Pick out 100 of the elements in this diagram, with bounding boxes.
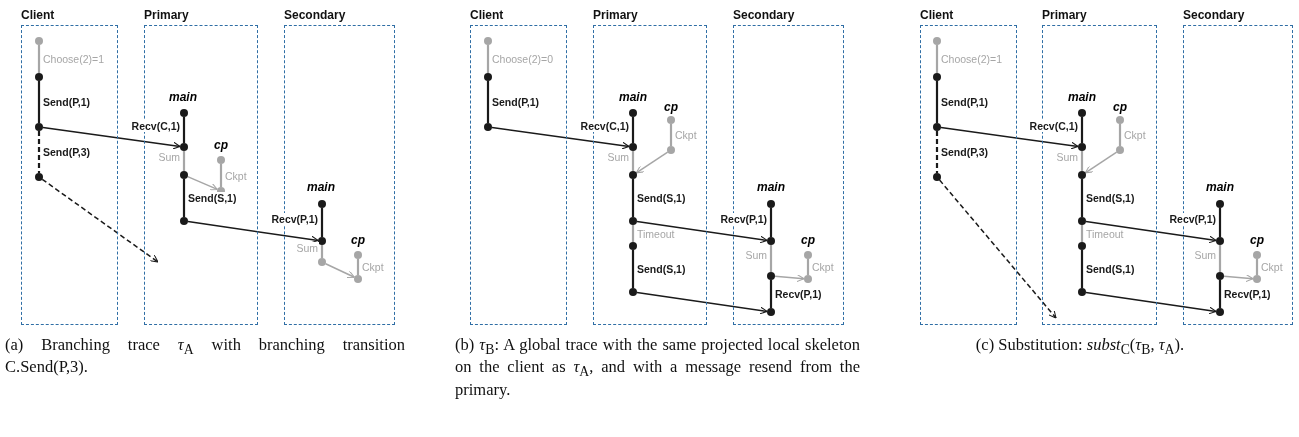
event-dot: [1078, 109, 1086, 117]
message-arrow: [186, 175, 219, 191]
timeline-segment: [219, 164, 223, 187]
edge-label: Recv(P,1): [1223, 288, 1272, 300]
event-dot: [1216, 237, 1224, 245]
message-arrow: [187, 220, 319, 244]
message-arrow: [636, 220, 768, 244]
edge-label: Timeout: [1085, 227, 1125, 240]
event-dot: [318, 258, 326, 266]
event-dot: [484, 73, 492, 81]
timeline-segment: [1218, 280, 1222, 308]
edge-label: Recv(C,1): [579, 120, 630, 132]
event-dot: [1078, 143, 1086, 151]
message-arrow: [1084, 151, 1118, 174]
message-arrow: [635, 151, 669, 174]
timeline-segment: [182, 117, 186, 143]
edge-label: Send(P,3): [42, 146, 92, 158]
timeline-segment: [1080, 225, 1084, 242]
event-dot: [35, 37, 43, 45]
edge-label: Sum: [295, 241, 319, 254]
lane-heading: Client: [21, 8, 55, 22]
event-dot: [804, 275, 812, 283]
timeline-segment: [486, 45, 490, 73]
figure-caption: (c) Substitution: subst$_{C}$(τ$_{B}$, τ$_{A}$).: [974, 336, 1186, 359]
event-dot: [629, 109, 637, 117]
event-dot: [180, 109, 188, 117]
thread-label: main: [1206, 180, 1234, 194]
thread-label: main: [1068, 90, 1096, 104]
lane-heading: Primary: [144, 8, 189, 22]
event-dot: [767, 237, 775, 245]
edge-label: Send(S,1): [636, 263, 687, 275]
timeline-segment: [182, 151, 186, 171]
timeline-segment: [37, 45, 41, 73]
edge-label: Send(S,1): [1085, 263, 1136, 275]
thread-label: cp: [214, 138, 228, 152]
timeline-segment: [37, 81, 41, 123]
message-arrow: [1085, 220, 1217, 244]
thread-label: cp: [351, 233, 365, 247]
event-dot: [629, 143, 637, 151]
event-dot: [318, 200, 326, 208]
edge-label: Sum: [1055, 151, 1079, 163]
event-dot: [629, 242, 637, 250]
event-dot: [767, 272, 775, 280]
event-dot: [1078, 242, 1086, 250]
timeline-segment: [631, 225, 635, 242]
thread-label: cp: [664, 100, 678, 114]
timeline-segment: [1080, 117, 1084, 143]
thread-label: main: [307, 180, 335, 194]
event-dot: [1078, 217, 1086, 225]
lane-heading: Secondary: [284, 8, 346, 22]
lane-heading: Secondary: [733, 8, 795, 22]
event-dot: [180, 143, 188, 151]
edge-label: Recv(P,1): [1168, 212, 1217, 225]
event-dot: [1216, 308, 1224, 316]
message-arrow: [1223, 274, 1254, 283]
edge-label: Ckpt: [1123, 129, 1147, 141]
event-dot: [35, 123, 43, 131]
message-arrow: [938, 179, 1057, 319]
edge-label: Choose(2)=0: [491, 53, 554, 65]
edge-label: Choose(2)=1: [940, 53, 1003, 65]
thread-label: cp: [1113, 100, 1127, 114]
lane-heading: Primary: [593, 8, 638, 22]
timeline-segment: [806, 259, 810, 275]
timeline-segment: [935, 45, 939, 73]
lane-heading: Client: [470, 8, 504, 22]
thread-label: main: [169, 90, 197, 104]
event-dot: [484, 123, 492, 131]
edge-label: Ckpt: [1260, 261, 1284, 273]
edge-label: Ckpt: [811, 261, 835, 273]
edge-label: Recv(C,1): [130, 120, 181, 132]
event-dot: [217, 156, 225, 164]
message-arrow: [774, 274, 805, 283]
timeline-segment: [935, 81, 939, 123]
edge-label: Send(P,1): [491, 96, 541, 108]
edge-label: Sum: [157, 151, 181, 163]
edge-label: Timeout: [636, 227, 676, 240]
message-arrow: [940, 126, 1079, 150]
edge-label: Send(P,3): [940, 146, 990, 158]
event-dot: [1116, 116, 1124, 124]
edge-label: Recv(P,1): [774, 288, 823, 300]
event-dot: [629, 217, 637, 225]
event-dot: [1078, 171, 1086, 179]
timeline-segment: [769, 280, 773, 308]
thread-label: main: [619, 90, 647, 104]
timeline-segment: [769, 245, 773, 272]
edge-label: Send(S,1): [1085, 192, 1136, 204]
timeline-segment: [631, 117, 635, 143]
timeline-segment: [356, 259, 360, 275]
edge-label: Sum: [1193, 248, 1217, 261]
timeline-segment: [669, 124, 673, 146]
event-dot: [1216, 272, 1224, 280]
event-dot: [1216, 200, 1224, 208]
event-dot: [667, 146, 675, 154]
edge-label: Ckpt: [361, 261, 385, 273]
event-dot: [667, 116, 675, 124]
thread-label: cp: [1250, 233, 1264, 247]
edge-label: Recv(P,1): [719, 212, 768, 225]
figure-caption: (b) τ$_{B}$: A global trace with the same projected local skeleton on the client as τ$_{A}$, and with a message resend from the primary.: [455, 336, 860, 398]
event-dot: [1116, 146, 1124, 154]
event-dot: [629, 288, 637, 296]
